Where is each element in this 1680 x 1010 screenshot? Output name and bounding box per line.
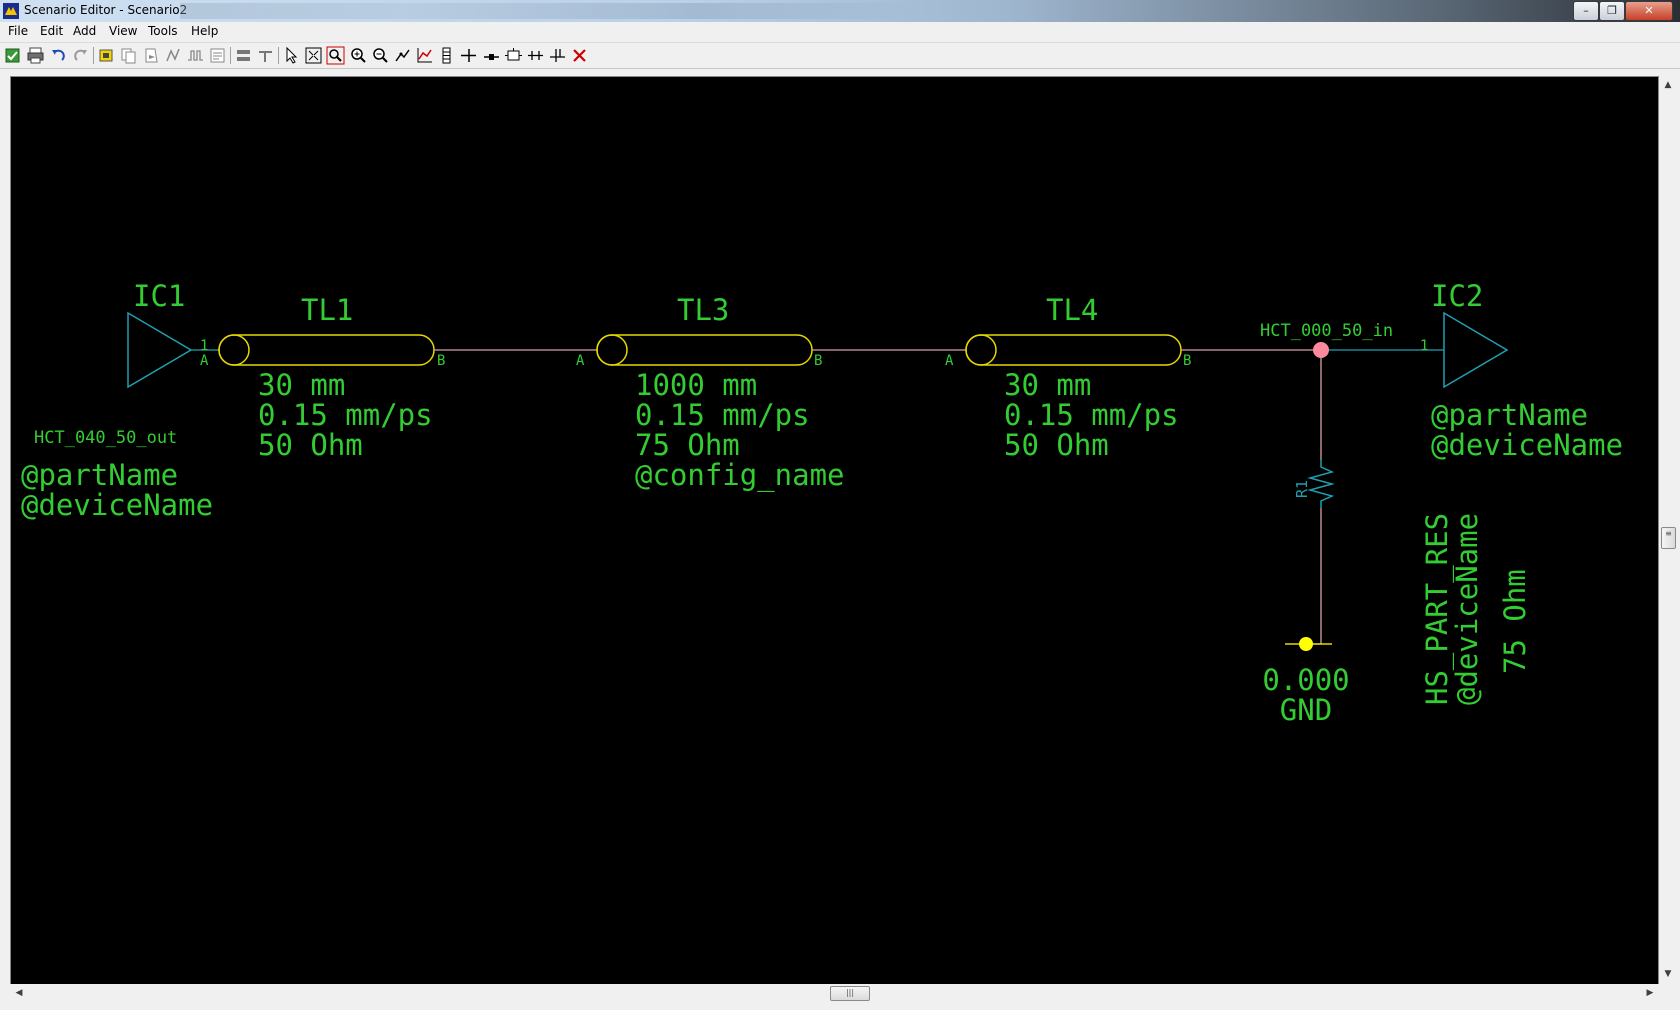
scroll-right-icon[interactable]: ▶: [1646, 988, 1654, 998]
minimize-button[interactable]: –: [1573, 1, 1599, 21]
ic1-device-label: @deviceName: [21, 488, 213, 522]
menu-bar: File Edit Add View Tools Help: [0, 22, 1680, 43]
r1-resistor[interactable]: [1307, 460, 1335, 508]
ic2-part-label: @partName: [1431, 398, 1588, 432]
toolbar-separator: [93, 47, 94, 64]
place-icon[interactable]: [255, 45, 276, 66]
probe-icon[interactable]: [503, 45, 524, 66]
menu-view[interactable]: View: [109, 24, 138, 38]
tl1-velocity-label: 0.15 mm/ps: [258, 398, 433, 432]
tl4-velocity-label: 0.15 mm/ps: [1004, 398, 1179, 432]
tl1-impedance-label: 50 Ohm: [258, 428, 363, 462]
zoom-fit-icon[interactable]: [303, 45, 324, 66]
select-icon[interactable]: [281, 45, 302, 66]
tl3-impedance-label: 75 Ohm: [635, 428, 740, 462]
paste-icon[interactable]: [141, 45, 162, 66]
toolbar-separator: [278, 47, 279, 64]
tl3-config-label: @config_name: [635, 458, 845, 493]
zoom-out-icon[interactable]: [370, 45, 391, 66]
align-icon[interactable]: [233, 45, 254, 66]
vertical-scrollbar[interactable]: ▲ ≡ ▼: [1659, 76, 1677, 983]
wire-icon[interactable]: [392, 45, 413, 66]
scroll-left-icon[interactable]: ◀: [15, 988, 23, 998]
scroll-up-icon[interactable]: ▲: [1664, 80, 1672, 90]
menu-tools[interactable]: Tools: [148, 24, 178, 38]
tl3-transmission-line[interactable]: [596, 334, 813, 366]
r1-ref-label: R1: [1293, 480, 1311, 498]
tl4-impedance-label: 50 Ohm: [1004, 428, 1109, 462]
schematic-canvas[interactable]: IC1 1 HCT_040_50_out @partName @deviceNa…: [10, 76, 1659, 985]
horizontal-scroll-thumb[interactable]: |||: [830, 986, 870, 1001]
tl1-pin-a-label: A: [200, 353, 209, 369]
gnd-node[interactable]: [1299, 637, 1313, 651]
delete-icon[interactable]: [569, 45, 590, 66]
tl1-ref-label: TL1: [301, 293, 353, 327]
menu-edit[interactable]: Edit: [40, 24, 64, 38]
tl3-pin-a-label: A: [576, 353, 585, 369]
zoom-in-icon[interactable]: [348, 45, 369, 66]
title-bar-background-text: [180, 3, 920, 19]
toolbar: [0, 43, 1680, 69]
menu-help[interactable]: Help: [191, 24, 219, 38]
tl3-ref-label: TL3: [677, 293, 729, 327]
title-bar: Scenario Editor - Scenario2 – ❐ ✕: [0, 0, 1680, 22]
close-button[interactable]: ✕: [1625, 1, 1673, 21]
redo-icon[interactable]: [70, 45, 91, 66]
terminate-icon[interactable]: [481, 45, 502, 66]
menu-file[interactable]: File: [8, 24, 29, 38]
horizontal-scrollbar[interactable]: ◀ ||| ▶: [10, 984, 1659, 1002]
scroll-down-icon[interactable]: ▼: [1664, 969, 1672, 979]
tl1-length-label: 30 mm: [258, 368, 345, 402]
undo-icon[interactable]: [48, 45, 69, 66]
plot-icon[interactable]: [414, 45, 435, 66]
r1-device-label: @deviceName: [1450, 513, 1484, 705]
ic1-part-label: @partName: [21, 458, 178, 492]
maximize-button[interactable]: ❐: [1599, 1, 1625, 21]
tl4-pin-b-label: B: [1183, 353, 1191, 369]
join-icon[interactable]: [547, 45, 568, 66]
canvas-frame: IC1 1 HCT_040_50_out @partName @deviceNa…: [0, 70, 1680, 1010]
zoom-area-icon[interactable]: [325, 45, 346, 66]
tl4-ref-label: TL4: [1046, 293, 1098, 327]
ic1-pin-label: 1: [200, 338, 208, 354]
print-icon[interactable]: [25, 45, 46, 66]
tl4-length-label: 30 mm: [1004, 368, 1091, 402]
tl1-transmission-line[interactable]: [218, 334, 435, 366]
copy-icon[interactable]: [118, 45, 139, 66]
analog-icon[interactable]: [163, 45, 184, 66]
save-icon[interactable]: [2, 45, 23, 66]
split-icon[interactable]: [525, 45, 546, 66]
junction-node[interactable]: [1313, 342, 1329, 358]
tl1-pin-b-label: B: [437, 353, 445, 369]
tl3-pin-b-label: B: [814, 353, 822, 369]
app-icon: [3, 3, 19, 19]
ic1-driver-symbol[interactable]: [127, 311, 193, 389]
ic2-ref-label: IC2: [1431, 279, 1483, 313]
add-part-icon[interactable]: [96, 45, 117, 66]
tl4-transmission-line[interactable]: [965, 334, 1182, 366]
bus-icon[interactable]: [436, 45, 457, 66]
window-title: Scenario Editor - Scenario2: [24, 3, 188, 17]
r1-value-label: 75 Ohm: [1498, 569, 1532, 674]
waveform-icon[interactable]: [185, 45, 206, 66]
ic2-device-label: @deviceName: [1431, 428, 1623, 462]
ic2-receiver-symbol[interactable]: [1443, 311, 1509, 389]
stub-icon[interactable]: [458, 45, 479, 66]
gnd-label: GND: [1280, 693, 1332, 727]
ic2-pin-label: 1: [1420, 338, 1428, 354]
ic1-net-label: HCT_040_50_out: [34, 428, 177, 448]
toolbar-separator: [230, 47, 231, 64]
vertical-scroll-thumb[interactable]: ≡: [1661, 527, 1676, 549]
properties-icon[interactable]: [207, 45, 228, 66]
tl3-velocity-label: 0.15 mm/ps: [635, 398, 810, 432]
schematic-drawing: IC1 1 HCT_040_50_out @partName @deviceNa…: [21, 279, 1623, 727]
ic1-ref-label: IC1: [133, 279, 185, 313]
gnd-voltage-label: 0.000: [1262, 663, 1349, 697]
tl3-length-label: 1000 mm: [635, 368, 757, 402]
tl4-pin-a-label: A: [945, 353, 954, 369]
ic2-net-label: HCT_000_50_in: [1260, 321, 1393, 341]
menu-add[interactable]: Add: [73, 24, 97, 38]
r1-part-label: HS_PART_RES: [1420, 513, 1455, 705]
